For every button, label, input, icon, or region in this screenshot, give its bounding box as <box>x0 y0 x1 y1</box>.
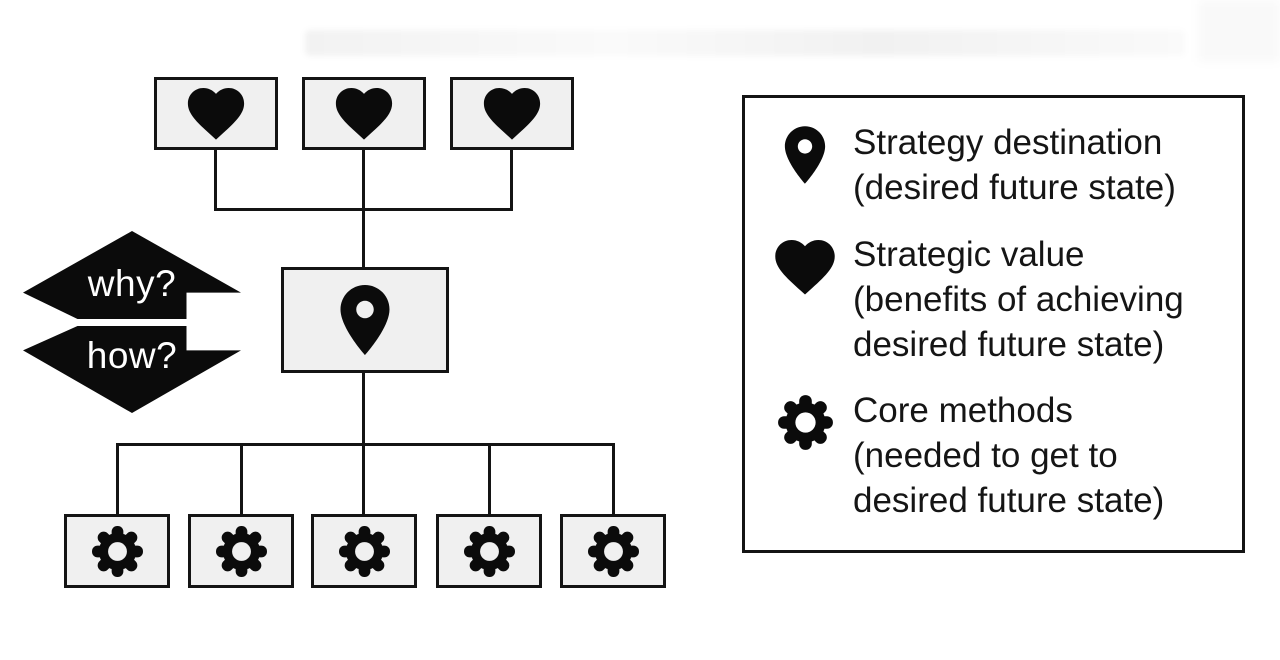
legend-icon-cell <box>771 388 839 523</box>
heart-icon <box>775 240 835 295</box>
legend-line: (needed to get to <box>853 436 1118 475</box>
connector-line <box>214 208 513 211</box>
heart-icon <box>335 87 393 140</box>
gear-icon <box>586 525 641 578</box>
legend-item-strategy-destination: Strategy destination (desired future sta… <box>771 120 1176 210</box>
connector-line <box>612 443 615 515</box>
how-down-arrow: how? <box>23 326 241 413</box>
strategic-value-box-2 <box>302 77 426 150</box>
why-label: why? <box>87 263 177 304</box>
gear-icon <box>214 525 269 578</box>
heart-icon <box>187 87 245 140</box>
legend-icon-cell <box>771 232 839 367</box>
legend-line: (desired future state) <box>853 168 1176 207</box>
legend-item-core-methods: Core methods (needed to get to desired f… <box>771 388 1164 523</box>
legend-line: desired future state) <box>853 325 1165 364</box>
pin-icon <box>340 285 390 355</box>
legend-line: Strategy destination <box>853 123 1163 162</box>
legend-item-strategic-value: Strategic value (benefits of achieving d… <box>771 232 1184 367</box>
connector-line <box>116 443 119 515</box>
core-method-box-5 <box>560 514 666 588</box>
legend-line: (benefits of achieving <box>853 280 1184 319</box>
legend-text: Strategy destination (desired future sta… <box>853 120 1176 210</box>
connector-line <box>116 443 615 446</box>
why-up-arrow: why? <box>23 231 241 319</box>
corner-smudge-artifact <box>1198 0 1280 62</box>
heart-icon <box>483 87 541 140</box>
gear-icon <box>90 525 145 578</box>
gear-icon <box>337 525 392 578</box>
legend-line: Core methods <box>853 391 1073 430</box>
connector-line <box>214 150 217 211</box>
legend-text: Strategic value (benefits of achieving d… <box>853 232 1184 367</box>
legend-line: Strategic value <box>853 235 1085 274</box>
pin-icon <box>784 126 826 184</box>
connector-line <box>510 150 513 211</box>
legend-icon-cell <box>771 120 839 210</box>
strategic-value-box-3 <box>450 77 574 150</box>
strategic-value-box-1 <box>154 77 278 150</box>
legend-line: desired future state) <box>853 481 1165 520</box>
connector-line <box>488 443 491 515</box>
faded-title-artifact <box>305 30 1185 56</box>
strategy-destination-box <box>281 267 449 373</box>
legend-text: Core methods (needed to get to desired f… <box>853 388 1164 523</box>
how-label: how? <box>86 334 178 376</box>
core-method-box-3 <box>311 514 417 588</box>
gear-icon <box>462 525 517 578</box>
core-method-box-1 <box>64 514 170 588</box>
core-method-box-4 <box>436 514 542 588</box>
gear-icon <box>777 394 834 451</box>
core-method-box-2 <box>188 514 294 588</box>
legend-box: Strategy destination (desired future sta… <box>742 95 1245 553</box>
connector-line <box>240 443 243 515</box>
